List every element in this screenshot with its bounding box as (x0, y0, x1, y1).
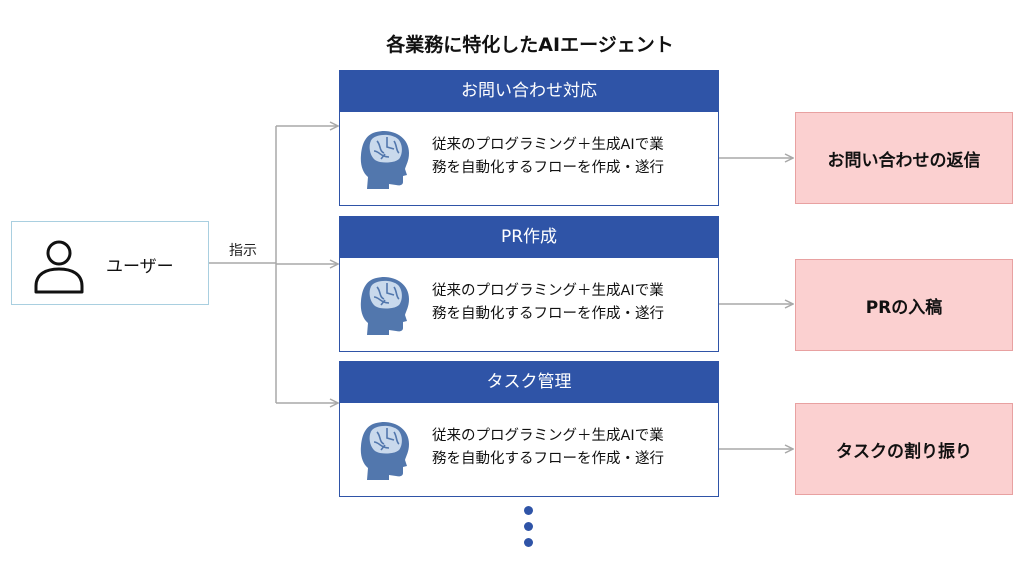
agent-header: お問い合わせ対応 (339, 70, 719, 112)
agent-description-line2: 務を自動化するフローを作成・遂行 (432, 451, 664, 467)
ellipsis-dot (524, 538, 533, 547)
person-icon (34, 240, 84, 294)
agent-header: PR作成 (339, 216, 719, 258)
agent-description-line2: 務を自動化するフローを作成・遂行 (432, 160, 664, 176)
result-box-inquiry-reply: お問い合わせの返信 (795, 112, 1013, 204)
result-box-pr-submission: PRの入稿 (795, 259, 1013, 351)
ai-head-brain-icon (360, 277, 409, 335)
agent-card-inquiry: お問い合わせ対応 従来のプログラミング＋生成AIで業 務を自動化するフローを作成… (339, 70, 719, 206)
agent-description-line1: 従来のプログラミング＋生成AIで業 (432, 428, 664, 444)
agent-card-pr: PR作成 従来のプログラミング＋生成AIで業 務を自動化するフローを作成・遂行 (339, 216, 719, 352)
agent-card-task: タスク管理 従来のプログラミング＋生成AIで業 務を自動化するフローを作成・遂行 (339, 361, 719, 497)
instruction-label: 指示 (229, 243, 257, 259)
agent-description-line2: 務を自動化するフローを作成・遂行 (432, 306, 664, 322)
agent-description: 従来のプログラミング＋生成AIで業 務を自動化するフローを作成・遂行 (432, 280, 712, 326)
agent-body: 従来のプログラミング＋生成AIで業 務を自動化するフローを作成・遂行 (339, 403, 719, 497)
user-box: ユーザー (11, 221, 209, 305)
agent-header: タスク管理 (339, 361, 719, 403)
ellipsis-dot (524, 506, 533, 515)
agent-body: 従来のプログラミング＋生成AIで業 務を自動化するフローを作成・遂行 (339, 258, 719, 352)
user-label: ユーザー (106, 257, 174, 277)
agent-description: 従来のプログラミング＋生成AIで業 務を自動化するフローを作成・遂行 (432, 134, 712, 180)
agent-description-line1: 従来のプログラミング＋生成AIで業 (432, 137, 664, 153)
ellipsis-dot (524, 522, 533, 531)
agent-body: 従来のプログラミング＋生成AIで業 務を自動化するフローを作成・遂行 (339, 112, 719, 206)
diagram-title: 各業務に特化したAIエージェント (386, 34, 674, 56)
ai-head-brain-icon (360, 131, 409, 189)
result-box-task-assignment: タスクの割り振り (795, 403, 1013, 495)
agent-description-line1: 従来のプログラミング＋生成AIで業 (432, 283, 664, 299)
agent-description: 従来のプログラミング＋生成AIで業 務を自動化するフローを作成・遂行 (432, 425, 712, 471)
ai-head-brain-icon (360, 422, 409, 480)
